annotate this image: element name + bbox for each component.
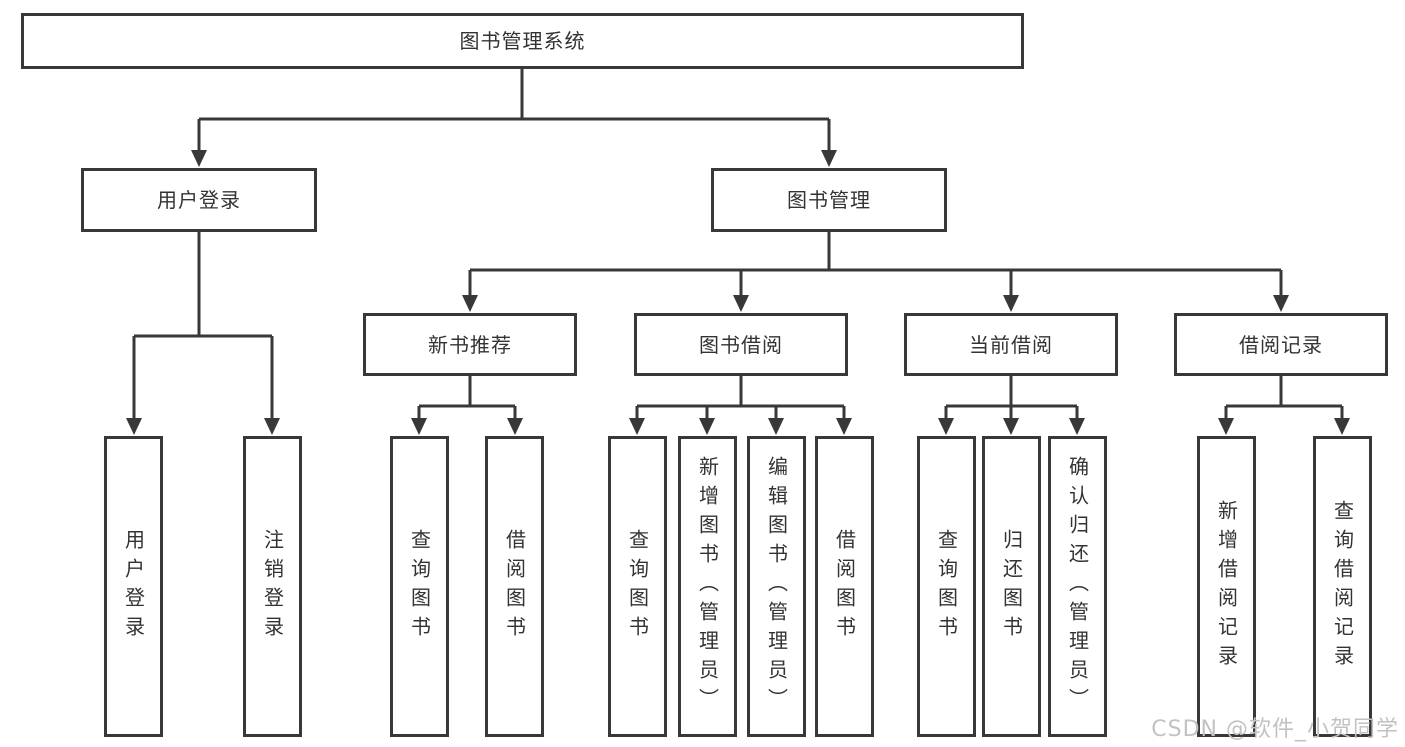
connector-book-mgmt-to-level3 [468,232,1283,297]
arrowhead [411,418,427,435]
arrowhead [629,418,645,435]
leaf-return-book: 归还图书 [982,436,1041,737]
arrowhead [821,150,837,167]
leaf-add-book-admin: 新增图书（管理员） [678,436,737,737]
connector-book-borrow-to-leaves [635,376,846,420]
arrowhead [1003,418,1019,435]
arrowhead [768,418,784,435]
leaf-add-borrow-record: 新增借阅记录 [1197,436,1256,737]
node-new-book-recommendation: 新书推荐 [363,313,577,376]
leaf-confirm-return-admin: 确认归还（管理员） [1048,436,1107,737]
node-book-borrowing: 图书借阅 [634,313,848,376]
node-current-borrowing: 当前借阅 [904,313,1118,376]
leaf-borrow-book: 借阅图书 [815,436,874,737]
leaf-current-query-book: 查询图书 [917,436,976,737]
arrowhead [507,418,523,435]
arrowhead [1334,418,1350,435]
leaf-borrow-query-book: 查询图书 [608,436,667,737]
arrowhead [1069,418,1085,435]
connector-new-book-rec-to-leaves [417,376,517,420]
arrowhead [126,418,142,435]
node-library-management-system: 图书管理系统 [21,13,1024,69]
arrowheads [126,150,1350,435]
arrowhead [938,418,954,435]
leaf-logout: 注销登录 [243,436,302,737]
leaf-rec-query-book: 查询图书 [390,436,449,737]
arrowhead [264,418,280,435]
node-borrowing-records: 借阅记录 [1174,313,1388,376]
leaf-edit-book-admin: 编辑图书（管理员） [747,436,806,737]
node-user-login: 用户登录 [81,168,317,232]
leaf-query-borrow-record: 查询借阅记录 [1313,436,1372,737]
csdn-watermark: CSDN @软件_小贺同学 [1151,717,1399,742]
connector-root-to-level2 [197,67,831,152]
arrowhead [836,418,852,435]
arrowhead [462,295,478,312]
connector-user-login-to-leaves [132,232,274,420]
arrowhead [1003,295,1019,312]
connector-current-borrow-to-leaves [944,376,1079,420]
arrowhead [733,295,749,312]
arrowhead [699,418,715,435]
leaf-rec-borrow-book: 借阅图书 [485,436,544,737]
arrowhead [1218,418,1234,435]
leaf-user-login: 用户登录 [104,436,163,737]
arrowhead [191,150,207,167]
node-book-management: 图书管理 [711,168,947,232]
arrowhead [1273,295,1289,312]
connector-borrow-record-to-leaves [1224,376,1344,420]
